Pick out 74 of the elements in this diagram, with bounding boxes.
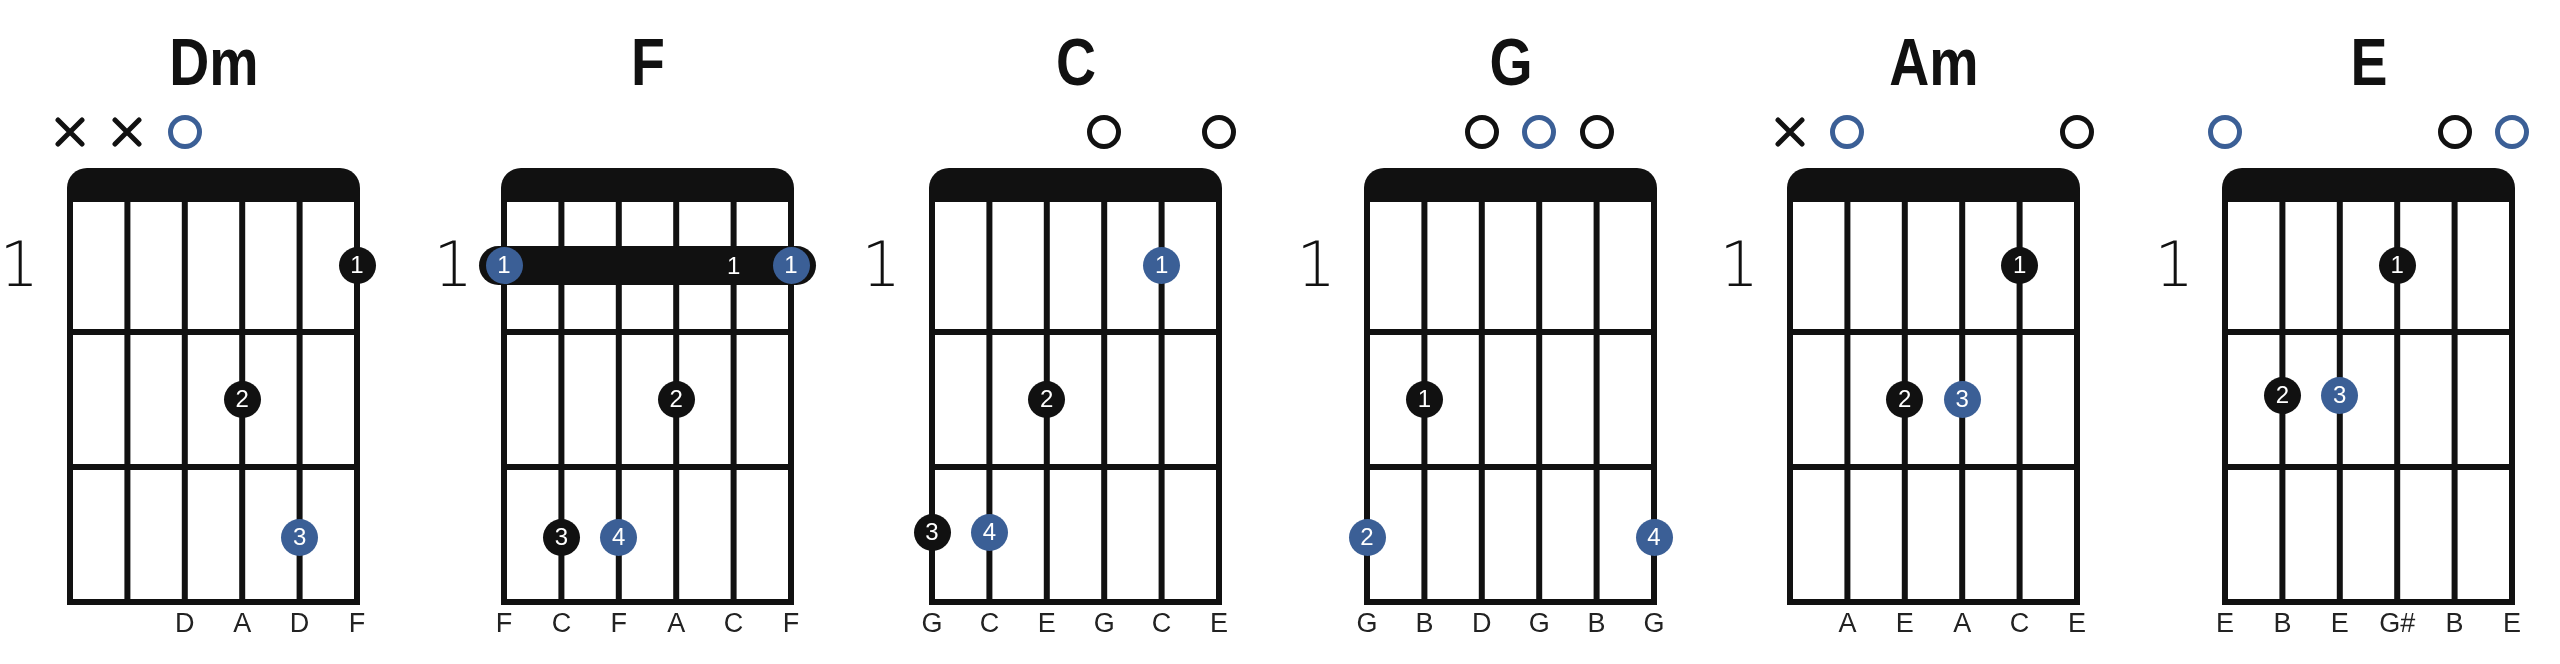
chord-name: C bbox=[1055, 24, 1096, 101]
string-note: F bbox=[782, 607, 800, 639]
nut bbox=[501, 168, 794, 202]
string-note: D bbox=[289, 607, 310, 639]
finger-dot: 1 bbox=[338, 246, 376, 284]
string-note: F bbox=[495, 607, 513, 639]
fret-number: 1 bbox=[433, 230, 473, 300]
finger-dot: 2 bbox=[2263, 376, 2301, 414]
string-note: G bbox=[1093, 607, 1115, 639]
finger-dot: 2 bbox=[1348, 518, 1386, 556]
finger-dot: 4 bbox=[600, 518, 638, 556]
string-note: C bbox=[2009, 607, 2030, 639]
finger-dot: 3 bbox=[1943, 380, 1981, 418]
finger-dot: 2 bbox=[223, 380, 261, 418]
string-note: G bbox=[1356, 607, 1378, 639]
chord-name: G bbox=[1488, 24, 1533, 101]
finger-dot: 2 bbox=[1886, 380, 1924, 418]
nut bbox=[1364, 168, 1657, 202]
string-note: F bbox=[348, 607, 366, 639]
finger-dot: 4 bbox=[970, 513, 1008, 551]
string-note: C bbox=[979, 607, 1000, 639]
string-note: E bbox=[2216, 607, 2234, 639]
string-note: G bbox=[1643, 607, 1665, 639]
string-note: A bbox=[667, 607, 686, 639]
string-note: G bbox=[921, 607, 943, 639]
finger-dot: 1 bbox=[2001, 246, 2039, 284]
string-note: G# bbox=[2379, 607, 2416, 639]
chord-name: F bbox=[630, 24, 665, 101]
nut bbox=[2222, 168, 2515, 202]
nut bbox=[929, 168, 1222, 202]
nut bbox=[1787, 168, 2080, 202]
string-note: E bbox=[2503, 607, 2521, 639]
finger-dot: 2 bbox=[1028, 380, 1066, 418]
string-note: E bbox=[1037, 607, 1056, 639]
string-note: A bbox=[1838, 607, 1857, 639]
nut bbox=[67, 168, 360, 202]
string-note: E bbox=[1895, 607, 1914, 639]
chord-name: Am bbox=[1888, 24, 1979, 101]
string-note: B bbox=[1587, 607, 1606, 639]
string-note: D bbox=[1472, 607, 1492, 639]
finger-dot: 1 bbox=[772, 246, 810, 284]
finger-dot: 1 bbox=[485, 246, 523, 284]
finger-dot: 1 bbox=[1405, 380, 1443, 418]
string-note: G bbox=[1528, 607, 1550, 639]
fret-number: 1 bbox=[0, 230, 39, 300]
string-note: A bbox=[233, 607, 252, 639]
string-note: C bbox=[1151, 607, 1172, 639]
barre-bar bbox=[479, 245, 816, 285]
fret-number: 1 bbox=[1719, 230, 1759, 300]
fret-number: 1 bbox=[2154, 230, 2194, 300]
string-note: A bbox=[1953, 607, 1972, 639]
fret-number: 1 bbox=[861, 230, 901, 300]
string-note: B bbox=[2273, 607, 2292, 639]
string-note: F bbox=[610, 607, 628, 639]
finger-dot: 4 bbox=[1635, 518, 1673, 556]
finger-number: 1 bbox=[726, 250, 741, 281]
string-note: C bbox=[723, 607, 744, 639]
finger-dot: 3 bbox=[542, 518, 580, 556]
finger-dot: 1 bbox=[1143, 246, 1181, 284]
finger-dot: 3 bbox=[281, 518, 319, 556]
string-note: E bbox=[2068, 607, 2086, 639]
chord-name: E bbox=[2350, 24, 2387, 101]
fret-number: 1 bbox=[1296, 230, 1336, 300]
string-note: D bbox=[175, 607, 195, 639]
string-note: E bbox=[2330, 607, 2349, 639]
chord-name: Dm bbox=[168, 24, 259, 101]
string-note: E bbox=[1210, 607, 1228, 639]
finger-dot: 1 bbox=[2378, 246, 2416, 284]
string-note: B bbox=[2445, 607, 2464, 639]
string-note: B bbox=[1415, 607, 1434, 639]
string-note: C bbox=[551, 607, 572, 639]
finger-dot: 3 bbox=[913, 513, 951, 551]
finger-dot: 3 bbox=[2321, 376, 2359, 414]
finger-dot: 2 bbox=[657, 380, 695, 418]
